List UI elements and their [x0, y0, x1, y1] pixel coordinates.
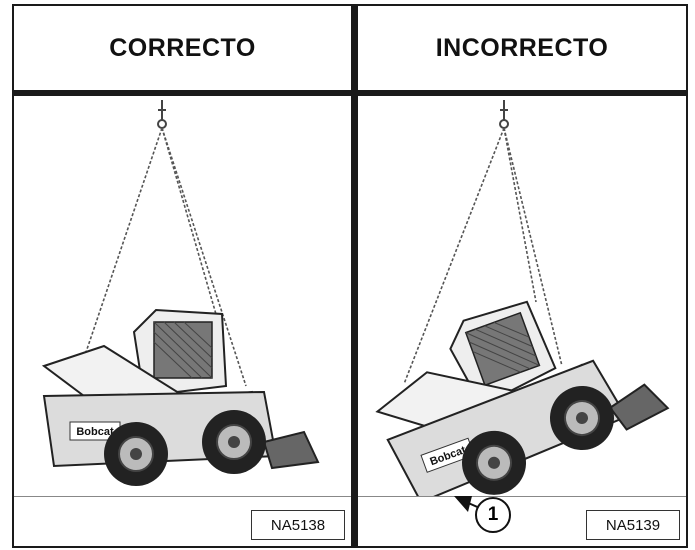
wheels [462, 386, 614, 495]
lift-chains [83, 127, 247, 387]
skid-steer-loader-level: Bobcat [41, 308, 320, 486]
footer-divider [14, 496, 351, 497]
wheels [104, 410, 266, 486]
comparison-frame: CORRECTO [12, 4, 688, 548]
figure-code-na5138: NA5138 [251, 510, 345, 540]
incorrect-header: INCORRECTO [435, 33, 609, 62]
correct-header: CORRECTO [109, 33, 256, 62]
correct-lift-illustration: Bobcat [14, 96, 351, 496]
incorrect-panel: INCORRECTO [358, 6, 686, 546]
center-divider [351, 6, 358, 546]
lift-chains [403, 127, 563, 385]
callout-number: 1 [475, 497, 511, 533]
figure-code-na5139: NA5139 [586, 510, 680, 540]
correct-panel: CORRECTO [14, 6, 351, 546]
header-divider [14, 90, 351, 96]
skid-steer-loader-tilted: Bobcat [375, 300, 670, 496]
footer-divider [358, 496, 686, 497]
brand-decal: Bobcat [76, 426, 114, 438]
lift-hook [157, 100, 167, 129]
incorrect-lift-illustration: Bobcat [358, 96, 686, 496]
header-divider [358, 90, 686, 96]
lift-hook [499, 100, 509, 129]
